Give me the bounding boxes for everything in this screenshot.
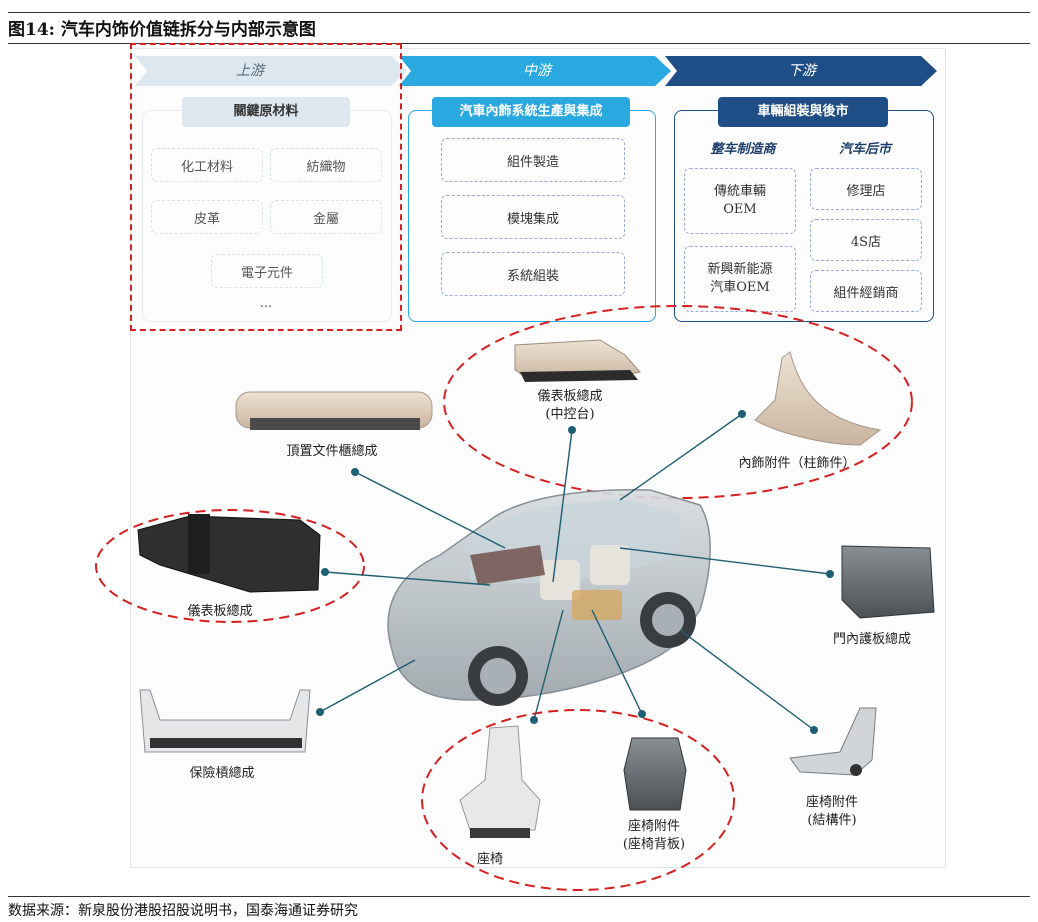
upstream-arrow: [135, 56, 407, 86]
console-label: 儀表板總成 (中控台): [537, 389, 603, 422]
value-chain-arrows: [135, 56, 937, 86]
midstream-header: 汽車內飾系統生產與集成: [432, 97, 630, 127]
midstream-item: 系統組裝: [441, 252, 625, 296]
upstream-item: 紡織物: [270, 148, 382, 182]
stage-midstream-label: 中游: [523, 63, 551, 79]
title-rule: [8, 12, 1030, 44]
highlight-ellipses: [95, 305, 913, 891]
battery-pack: [572, 590, 622, 620]
rear-seat: [590, 545, 630, 585]
upstream-item: 金屬: [270, 200, 382, 234]
midstream-item: 模塊集成: [441, 195, 625, 239]
upstream-header: 關鍵原材料: [182, 97, 350, 127]
aftermarket-item: 4S店: [810, 219, 922, 261]
front-seat: [540, 560, 580, 600]
upstream-highlight: [130, 43, 402, 331]
seat-highlight: [421, 709, 735, 891]
aftermarket-item: 組件經銷商: [810, 270, 922, 312]
oem-title: 整车制造商: [710, 142, 776, 157]
seat-bracket-part: [789, 707, 877, 776]
upstream-ellipsis: ...: [259, 296, 273, 311]
callout-dots: [316, 410, 834, 734]
car-dashboard: [470, 545, 545, 585]
bumper-part: [139, 689, 311, 753]
upstream-item: 化工材料: [151, 148, 263, 182]
seat-back-part: [623, 737, 687, 811]
stage-downstream-label: 下游: [788, 63, 816, 79]
midstream-arrow: [399, 56, 671, 86]
console-part: [514, 339, 641, 382]
dashboard-label: 儀表板總成: [187, 604, 253, 619]
callout-lines: [319, 413, 831, 731]
dashboard-part: [137, 514, 321, 593]
pillar-label: 內飾附件（柱飾件）: [738, 456, 856, 471]
door-part: [841, 545, 935, 619]
oem-item: 傳統車輛 OEM: [684, 168, 796, 234]
overhead-label: 頂置文件櫃總成: [286, 444, 378, 459]
upstream-item: 電子元件: [211, 254, 323, 288]
aftermarket-item: 修理店: [810, 168, 922, 210]
figure-title: 图14: 汽车内饰价值链拆分与内部示意图: [8, 20, 316, 40]
midstream-item: 組件製造: [441, 138, 625, 182]
seat-part: [459, 725, 541, 838]
overhead-part: [235, 391, 433, 430]
downstream-arrow: [665, 56, 937, 86]
source-note: 数据来源：新泉股份港股招股说明书，国泰海通证券研究: [8, 903, 358, 919]
oem-item: 新興新能源 汽車OEM: [684, 246, 796, 312]
pillar-part: [754, 351, 882, 446]
dashboard-highlight: [95, 509, 365, 623]
door-label: 門內護板總成: [832, 632, 911, 647]
stage-upstream-label: 上游: [236, 63, 264, 79]
aftermarket-title: 汽车后市: [838, 142, 891, 157]
seat-bracket-label: 座椅附件 (結構件): [805, 795, 858, 828]
seat-back-label: 座椅附件 (座椅背板): [622, 819, 686, 852]
top-parts-highlight: [443, 305, 913, 499]
seat-label: 座椅: [476, 852, 503, 867]
upstream-item: 皮革: [151, 200, 263, 234]
source-rule: [8, 896, 1030, 897]
bumper-label: 保險槓總成: [189, 766, 255, 781]
downstream-header: 車輛組裝與後市: [718, 97, 888, 127]
car-cutaway: [387, 489, 711, 706]
